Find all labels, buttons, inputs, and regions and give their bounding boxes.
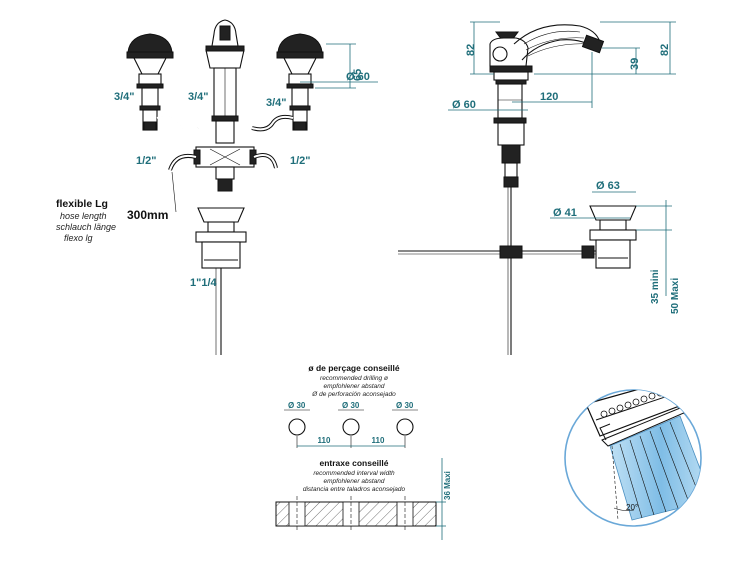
front-dim-65: 65 bbox=[352, 69, 364, 81]
side-view: 82 82 39 Ø 60 120 Ø 63 Ø 41 35 mini 50 M… bbox=[398, 21, 681, 355]
drilling-es: Ø de perforación aconsejado bbox=[311, 391, 396, 398]
side-dim-82-right: 82 bbox=[659, 44, 671, 56]
side-dim-41: Ø 41 bbox=[553, 207, 577, 219]
right-handle bbox=[251, 33, 324, 132]
hole-1 bbox=[288, 418, 306, 436]
thread-left-top: 3/4" bbox=[114, 91, 135, 103]
interval-title: entraxe conseillé bbox=[320, 458, 389, 468]
hole-2-diameter: Ø 30 bbox=[342, 401, 360, 410]
thread-center: 3/4" bbox=[188, 91, 209, 103]
interval-es: distancia entre taladros aconsejado bbox=[303, 486, 406, 493]
flexible-es: flexo lg bbox=[64, 233, 93, 243]
drilling-title: ø de perçage conseillé bbox=[308, 363, 399, 373]
hole-3-diameter: Ø 30 bbox=[396, 401, 414, 410]
drilling-de: empfohlener abstand bbox=[323, 383, 384, 390]
spray-angle: 20° bbox=[626, 503, 638, 512]
spacing-1: 110 bbox=[318, 436, 331, 445]
flexible-title: flexible Lg bbox=[56, 198, 108, 210]
drilling-section: ø de perçage conseillé recommended drill… bbox=[275, 363, 452, 540]
hole-2 bbox=[342, 418, 360, 436]
side-dim-60: Ø 60 bbox=[452, 99, 476, 111]
side-dim-63: Ø 63 bbox=[596, 180, 620, 192]
drain-thread: 1"1/4 bbox=[190, 277, 218, 289]
center-spout bbox=[168, 19, 278, 355]
interval-en: recommended interval width bbox=[313, 470, 395, 477]
hole-1-diameter: Ø 30 bbox=[288, 401, 306, 410]
drilling-en: recommended drilling ø bbox=[320, 375, 388, 382]
side-dim-120: 120 bbox=[540, 91, 558, 103]
side-dim-82-left: 82 bbox=[465, 44, 477, 56]
flexible-de: schlauch länge bbox=[56, 222, 116, 232]
side-dim-39: 39 bbox=[629, 58, 641, 70]
thread-right: 3/4" bbox=[266, 97, 287, 109]
spacing-2: 110 bbox=[372, 436, 385, 445]
aerator-detail: 20° bbox=[564, 389, 702, 527]
left-handle bbox=[126, 33, 199, 131]
side-dim-35-min: 35 mini bbox=[650, 269, 661, 304]
flexible-en: hose length bbox=[60, 211, 107, 221]
hose-length: 300mm bbox=[127, 208, 168, 222]
front-view: 65 Ø 60 3/4" 3/4" 3/4" 1/2" 1/2" flexibl… bbox=[56, 19, 378, 355]
front-dim-60: Ø 60 bbox=[346, 71, 370, 83]
interval-de: empfohlener abstand bbox=[323, 478, 384, 485]
max-thickness: 36 Maxi bbox=[443, 471, 452, 500]
hole-3 bbox=[396, 418, 414, 436]
side-dim-50-max: 50 Maxi bbox=[670, 278, 681, 314]
thread-left-bottom: 1/2" bbox=[136, 155, 157, 167]
thread-right-bottom: 1/2" bbox=[290, 155, 311, 167]
